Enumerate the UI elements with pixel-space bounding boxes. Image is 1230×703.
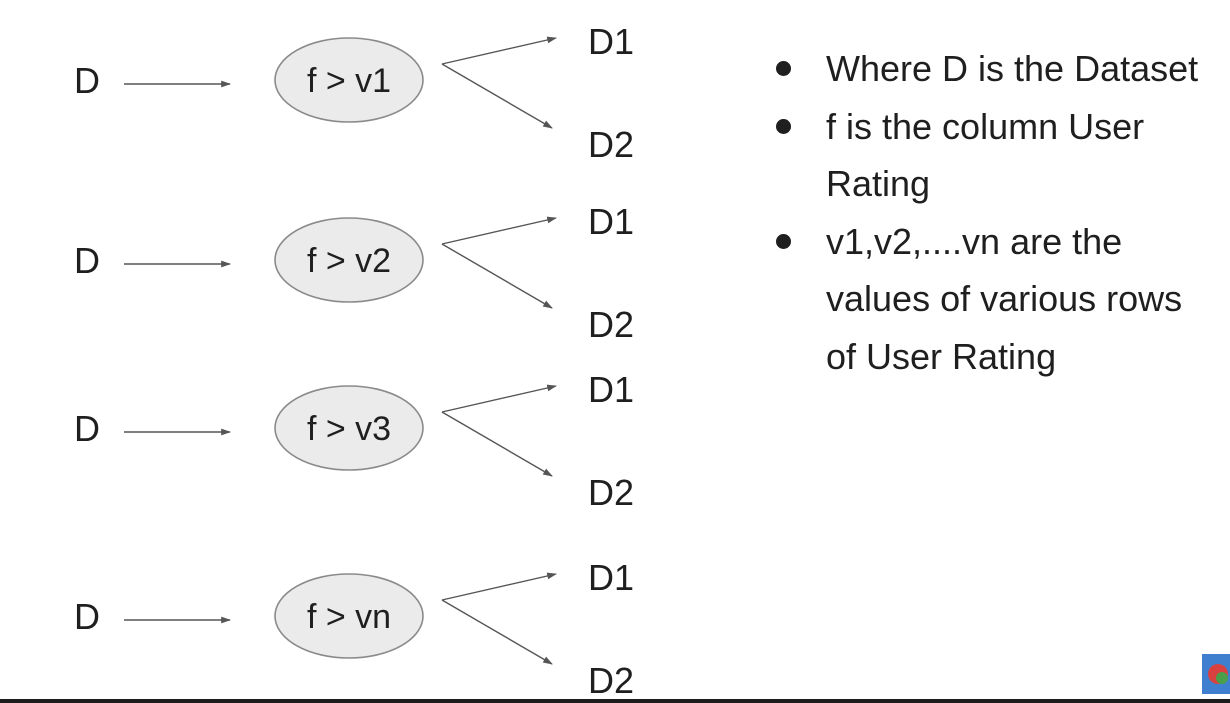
condition-label: f > v3 — [307, 410, 391, 448]
output-bottom-label: D2 — [588, 472, 634, 513]
output-bottom-label: D2 — [588, 660, 634, 701]
output-top-label: D1 — [588, 369, 634, 410]
condition-label: f > v2 — [307, 242, 391, 280]
note-item: f is the column User Rating — [772, 98, 1217, 213]
condition-node — [274, 573, 424, 659]
input-label: D — [74, 240, 100, 281]
bullet-dot-icon — [776, 118, 791, 134]
condition-node — [274, 37, 424, 123]
condition-label: f > v1 — [307, 62, 391, 100]
note-item: v1,v2,....vn are the values of various r… — [772, 213, 1217, 386]
output-top-label: D1 — [588, 557, 634, 598]
branch-arrow-top — [441, 572, 557, 601]
bottom-divider — [0, 699, 1230, 703]
branch-arrow-top — [441, 36, 557, 65]
output-top-label: D1 — [588, 201, 634, 242]
bullet-dot-icon — [776, 233, 791, 249]
note-item: Where D is the Dataset — [772, 40, 1217, 98]
input-label: D — [74, 408, 100, 449]
branch-arrow-top — [441, 216, 557, 245]
output-bottom-label: D2 — [588, 304, 634, 345]
output-bottom-label: D2 — [588, 124, 634, 165]
branch-arrow-bottom — [441, 411, 553, 477]
bullet-dot-icon — [776, 61, 791, 76]
output-top-label: D1 — [588, 21, 634, 62]
note-text: Where D is the Dataset — [826, 48, 1199, 89]
condition-label: f > vn — [307, 598, 391, 636]
note-text: f is the column User Rating — [826, 105, 1145, 205]
branch-arrow-bottom — [441, 243, 553, 309]
notes-list: Where D is the Dataset f is the column U… — [772, 40, 1217, 385]
branch-arrow-top — [441, 384, 557, 413]
condition-node — [274, 217, 424, 303]
note-text: v1,v2,....vn are the values of various r… — [826, 220, 1183, 377]
branch-arrow-bottom — [441, 63, 553, 129]
input-label: D — [74, 596, 100, 637]
thumbnail-icon[interactable] — [1202, 654, 1230, 694]
branch-arrow-bottom — [441, 599, 553, 665]
condition-node — [274, 385, 424, 471]
thumbnail-blob-secondary — [1216, 672, 1228, 684]
input-label: D — [74, 60, 100, 101]
